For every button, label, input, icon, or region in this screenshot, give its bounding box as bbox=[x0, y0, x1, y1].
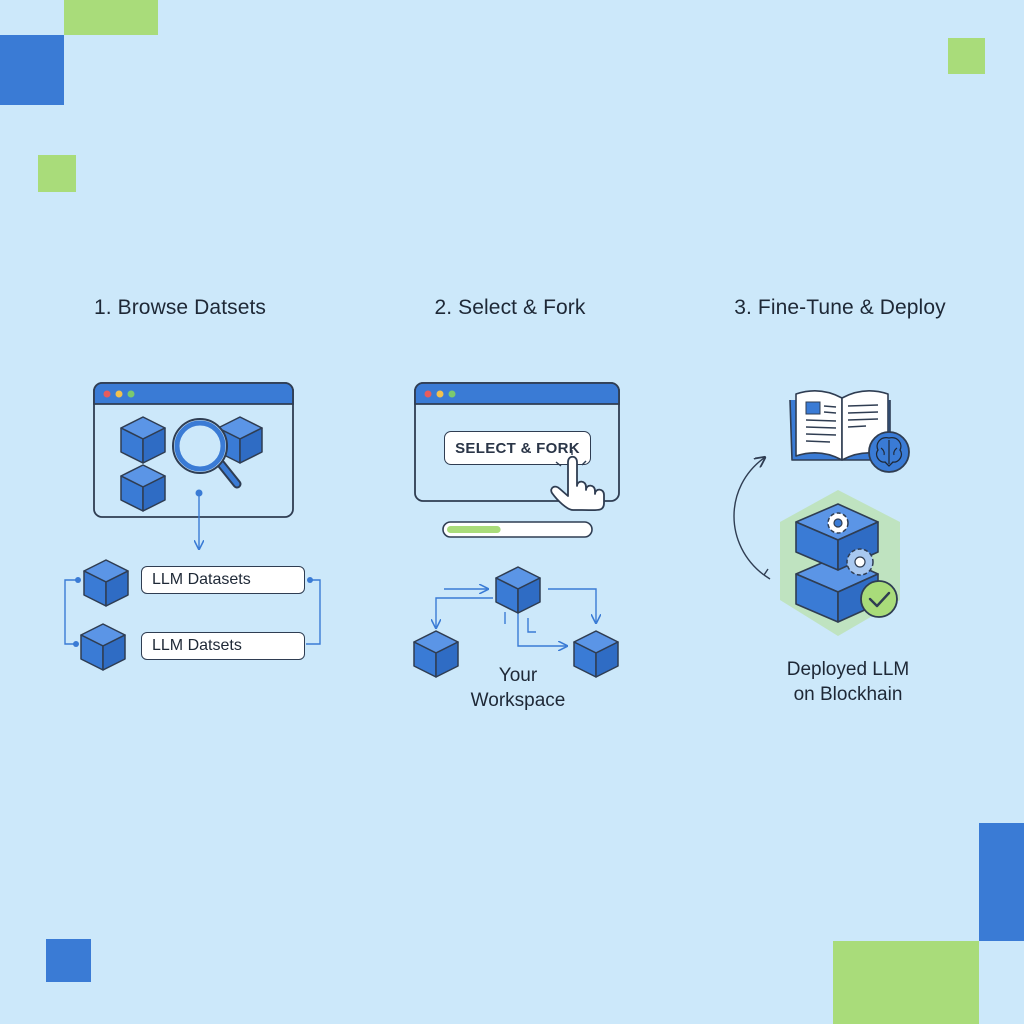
connector-line bbox=[64, 579, 78, 645]
deco-square-green bbox=[64, 0, 158, 35]
magnifier-icon bbox=[172, 418, 242, 489]
book-icon bbox=[789, 390, 891, 461]
deco-square-blue bbox=[46, 939, 91, 982]
gear-icon bbox=[846, 548, 874, 576]
deco-square-green bbox=[38, 155, 76, 192]
workspace-label: Your Workspace bbox=[470, 665, 566, 711]
gear-icon bbox=[827, 512, 849, 534]
step-3-title: 3. Fine-Tune & Deploy bbox=[734, 296, 946, 319]
dataset-row-label: LLM Datsets bbox=[152, 637, 242, 654]
select-fork-button[interactable]: SELECT & FORK bbox=[444, 431, 591, 465]
dataset-row[interactable]: LLM Datsets bbox=[141, 632, 305, 660]
window-min-dot bbox=[115, 390, 123, 398]
cycle-arrow-icon bbox=[733, 458, 764, 576]
blockchain-stack-icon bbox=[780, 490, 900, 636]
deco-square-blue bbox=[0, 35, 64, 105]
connector-line bbox=[306, 579, 321, 645]
dataset-row[interactable]: LLM Datasets bbox=[141, 566, 305, 594]
workspace-cube bbox=[495, 566, 541, 614]
step-1-title: 1. Browse Datsets bbox=[93, 296, 267, 319]
dataset-cube bbox=[80, 623, 126, 671]
window-close-dot bbox=[103, 390, 111, 398]
dataset-cube bbox=[83, 559, 129, 607]
dataset-cube bbox=[120, 464, 166, 512]
deployed-caption: Deployed LLM on Blockhain bbox=[786, 659, 910, 705]
dataset-cube bbox=[120, 416, 166, 464]
connector-dot bbox=[195, 489, 203, 497]
checkmark-icon bbox=[860, 580, 898, 618]
dataset-row-label: LLM Datasets bbox=[152, 571, 251, 588]
deco-square-green bbox=[948, 38, 985, 74]
brain-icon bbox=[868, 431, 910, 473]
window-max-dot bbox=[127, 390, 135, 398]
progress-bar bbox=[442, 521, 593, 538]
workspace-network bbox=[436, 589, 596, 646]
step-2-title: 2. Select & Fork bbox=[434, 296, 586, 319]
deco-square-blue bbox=[979, 823, 1024, 941]
deco-square-green bbox=[833, 941, 979, 1024]
